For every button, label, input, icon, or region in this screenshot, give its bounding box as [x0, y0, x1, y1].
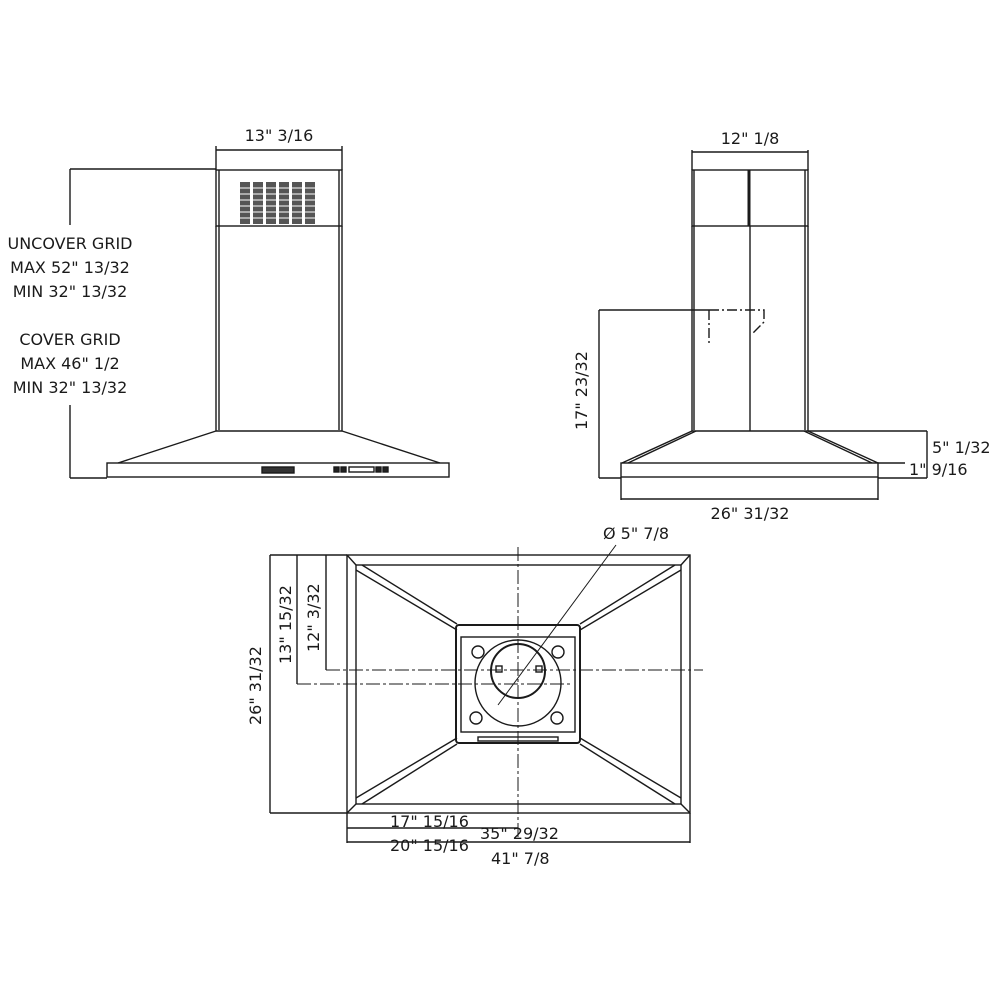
- control-panel: [261, 466, 389, 474]
- half-width-inner-label: 17" 15/16: [390, 812, 469, 831]
- edge-height-label: 1" 9/16: [909, 460, 968, 479]
- uncover-grid-max: MAX 52" 13/32: [10, 258, 130, 277]
- center-offset-1-label: 13" 15/32: [276, 585, 295, 664]
- duct-diameter-label: Ø 5" 7/8: [603, 524, 670, 543]
- cover-grid-block: COVER GRID MAX 46" 1/2 MIN 32" 13/32: [0, 328, 140, 400]
- side-depth-label: 26" 31/32: [710, 504, 790, 523]
- side-view: [598, 150, 928, 500]
- vent-grille-icon: [240, 182, 315, 224]
- inner-width-label: 35" 29/32: [480, 824, 559, 843]
- front-view: [69, 146, 450, 479]
- cover-grid-max: MAX 46" 1/2: [20, 354, 120, 373]
- side-height-label: 17" 23/32: [572, 351, 591, 430]
- cover-grid-title: COVER GRID: [19, 330, 121, 349]
- uncover-grid-block: UNCOVER GRID MAX 52" 13/32 MIN 32" 13/32: [0, 232, 140, 304]
- bottom-depth-label: 26" 31/32: [246, 646, 265, 725]
- center-offset-2-label: 12" 3/32: [304, 583, 323, 652]
- uncover-grid-min: MIN 32" 13/32: [12, 282, 128, 301]
- side-width-label: 12" 1/8: [720, 129, 780, 148]
- bottom-view: [269, 544, 703, 843]
- cover-grid-min: MIN 32" 13/32: [12, 378, 128, 397]
- half-width-outer-label: 20" 15/16: [390, 836, 469, 855]
- canopy-height-label: 5" 1/32: [932, 438, 991, 457]
- front-width-label: 13" 3/16: [244, 126, 314, 145]
- outer-width-label: 41" 7/8: [491, 849, 550, 868]
- uncover-grid-title: UNCOVER GRID: [7, 234, 133, 253]
